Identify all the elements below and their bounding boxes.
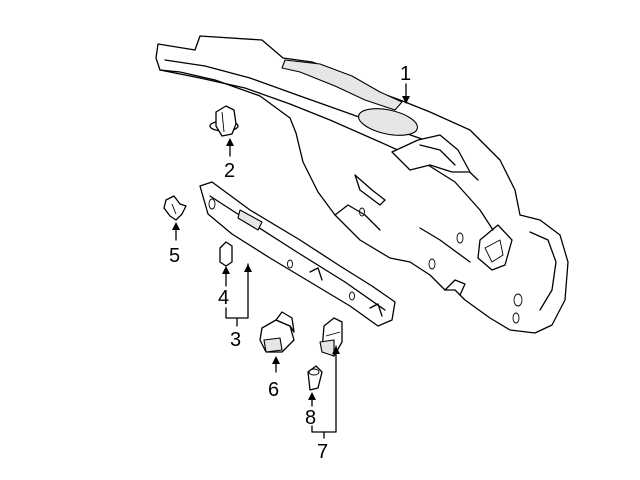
trim-panel-part-1 bbox=[155, 35, 569, 334]
callout-2: 2 bbox=[224, 160, 235, 182]
callout-7: 7 bbox=[317, 441, 328, 463]
clip-part-5 bbox=[163, 195, 187, 241]
callout-1: 1 bbox=[400, 63, 411, 85]
callout-6: 6 bbox=[268, 379, 279, 401]
callout-4: 4 bbox=[218, 287, 229, 309]
bulb-part-8 bbox=[307, 365, 323, 407]
lamp-housing-part-6 bbox=[259, 311, 295, 373]
leader-bracket-3 bbox=[225, 263, 252, 327]
leader-bracket-7 bbox=[311, 345, 340, 439]
callout-5: 5 bbox=[169, 245, 180, 267]
retainer-part-2 bbox=[209, 105, 239, 157]
callout-3: 3 bbox=[230, 329, 241, 351]
callout-8: 8 bbox=[305, 407, 316, 429]
socket-part-7 bbox=[319, 317, 343, 357]
sill-plate-part-3 bbox=[199, 181, 396, 327]
fastener-part-4 bbox=[219, 241, 233, 287]
